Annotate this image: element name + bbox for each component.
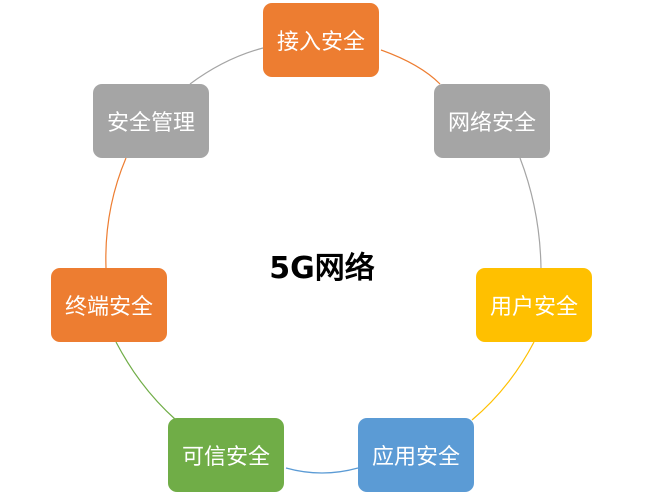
- connector-arc-0: [380, 49, 441, 85]
- center-title: 5G网络: [269, 251, 375, 286]
- node-access-security: 接入安全: [263, 3, 379, 77]
- connector-arc-4: [115, 341, 177, 421]
- node-terminal-security: 终端安全: [51, 268, 167, 342]
- node-trusted-security: 可信安全: [168, 418, 284, 492]
- node-application-security: 应用安全: [358, 418, 474, 492]
- connector-arc-1: [519, 157, 542, 269]
- connector-arc-6: [189, 47, 264, 85]
- connector-arc-2: [471, 341, 535, 421]
- node-network-security: 网络安全: [434, 84, 550, 158]
- node-user-security: 用户安全: [476, 268, 592, 342]
- connector-arc-5: [105, 157, 127, 269]
- node-security-management: 安全管理: [93, 84, 209, 158]
- connector-arc-3: [285, 467, 359, 474]
